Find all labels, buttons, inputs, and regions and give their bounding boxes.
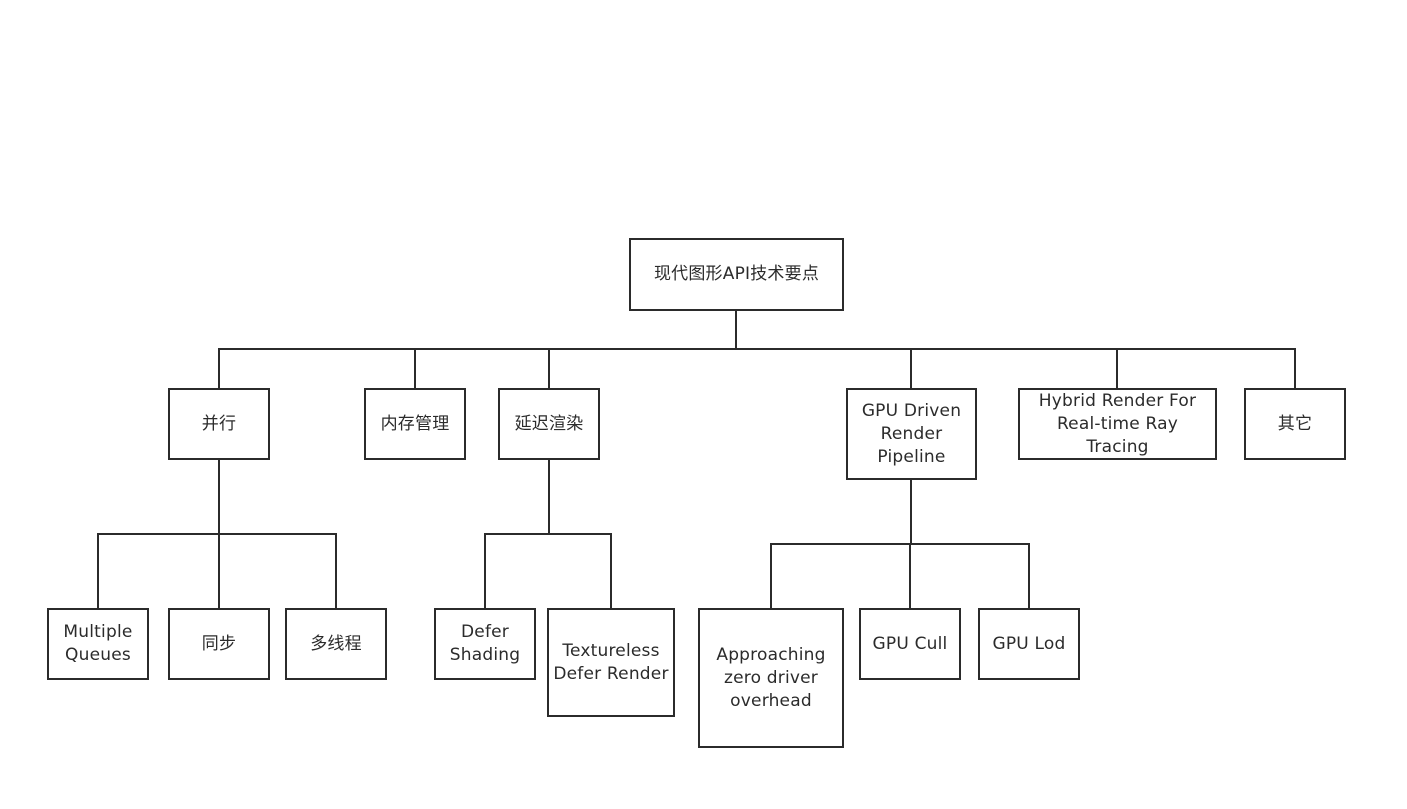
node-multiple-queues-label: Multiple Queues — [63, 622, 133, 665]
node-multiple-queues: Multiple Queues — [47, 608, 149, 680]
node-other-label: 其它 — [1277, 413, 1313, 434]
node-defer-shading-label: Defer Shading — [449, 622, 521, 665]
node-gpu-lod: GPU Lod — [978, 608, 1080, 680]
node-hybrid-ray-tracing-label: Hybrid Render For Real-time Ray Tracing — [1038, 390, 1197, 457]
node-sync: 同步 — [168, 608, 270, 680]
node-sync-label: 同步 — [201, 633, 237, 654]
node-textureless-defer-render-label: Textureless Defer Render — [553, 640, 669, 684]
node-gpu-driven-pipeline-label: GPU Driven Render Pipeline — [861, 400, 962, 467]
root-node: 现代图形API技术要点 — [629, 238, 844, 311]
node-zero-driver-overhead: Approaching zero driver overhead — [698, 608, 844, 748]
node-parallel: 并行 — [168, 388, 270, 460]
node-deferred-rendering: 延迟渲染 — [498, 388, 600, 460]
node-gpu-driven-pipeline: GPU Driven Render Pipeline — [846, 388, 977, 480]
node-zero-driver-overhead-label: Approaching zero driver overhead — [716, 644, 826, 711]
node-gpu-cull: GPU Cull — [859, 608, 961, 680]
node-memory-management: 内存管理 — [364, 388, 466, 460]
node-multithread-label: 多线程 — [310, 633, 362, 654]
node-hybrid-ray-tracing: Hybrid Render For Real-time Ray Tracing — [1018, 388, 1217, 460]
node-other: 其它 — [1244, 388, 1346, 460]
node-deferred-rendering-label: 延迟渲染 — [514, 413, 584, 434]
node-gpu-cull-label: GPU Cull — [872, 633, 948, 654]
node-multithread: 多线程 — [285, 608, 387, 680]
node-memory-management-label: 内存管理 — [380, 413, 450, 434]
node-textureless-defer-render: Textureless Defer Render — [547, 608, 675, 717]
root-node-label: 现代图形API技术要点 — [653, 264, 820, 284]
node-parallel-label: 并行 — [201, 413, 237, 434]
node-gpu-lod-label: GPU Lod — [992, 633, 1066, 654]
node-defer-shading: Defer Shading — [434, 608, 536, 680]
